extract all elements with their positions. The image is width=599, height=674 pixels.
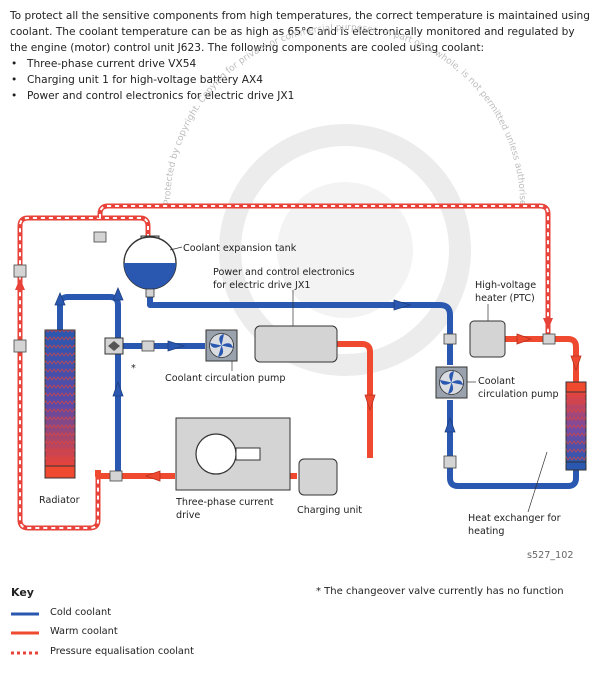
figure-code: s527_102 [527, 550, 573, 561]
charging-unit [298, 458, 338, 496]
list-item: Charging unit 1 for high-voltage battery… [10, 72, 590, 88]
pressure-arrows [15, 278, 553, 330]
cold-flow-arrows [54, 286, 456, 433]
label-pump-right-line2: circulation pump [478, 389, 559, 400]
coolant-expansion-tank [123, 235, 177, 298]
label-pump-left: Coolant circulation pump [165, 373, 285, 384]
coolant-pump-left [205, 329, 238, 362]
label-charging-unit: Charging unit [297, 505, 362, 516]
list-item: Three-phase current drive VX54 [10, 56, 590, 72]
coolant-pump-right [435, 366, 468, 399]
label-heat-exchanger-line2: heating [468, 526, 504, 537]
pressure-equalisation-lines [17, 203, 551, 531]
label-hv-heater-line2: heater (PTC) [475, 293, 535, 304]
high-voltage-heater [469, 320, 506, 358]
label-hv-heater-line1: High-voltage [475, 280, 536, 291]
leader-lines [169, 246, 548, 513]
label-expansion-tank: Coolant expansion tank [183, 243, 297, 254]
radiator [44, 329, 76, 479]
label-pump-right-line1: Coolant [478, 376, 515, 387]
label-drive-line1: Three-phase current [175, 497, 274, 508]
key-label-cold: Cold coolant [50, 607, 112, 618]
list-item: Power and control electronics for electr… [10, 88, 590, 104]
changeover-valve [104, 337, 124, 355]
label-valve-asterisk: * [131, 363, 136, 374]
label-heat-exchanger-line1: Heat exchanger for [468, 513, 561, 524]
label-power-electronics-line2: for electric drive JX1 [213, 280, 311, 291]
power-control-electronics [254, 325, 338, 363]
intro-text: To protect all the sensitive components … [10, 8, 590, 104]
label-drive-line2: drive [176, 510, 200, 521]
component-list: Three-phase current drive VX54 Charging … [10, 56, 590, 104]
connectors [13, 231, 556, 482]
footnote: * The changeover valve currently has no … [316, 586, 564, 597]
label-radiator: Radiator [39, 495, 80, 506]
key-title: Key [11, 586, 34, 599]
intro-paragraph: To protect all the sensitive components … [10, 10, 590, 54]
warm-flow-arrows [144, 333, 582, 482]
key-label-warm: Warm coolant [50, 626, 118, 637]
label-power-electronics-line1: Power and control electronics [213, 267, 355, 278]
three-phase-drive [175, 417, 291, 491]
heat-exchanger [565, 381, 587, 471]
key-label-pressure: Pressure equalisation coolant [50, 646, 194, 657]
